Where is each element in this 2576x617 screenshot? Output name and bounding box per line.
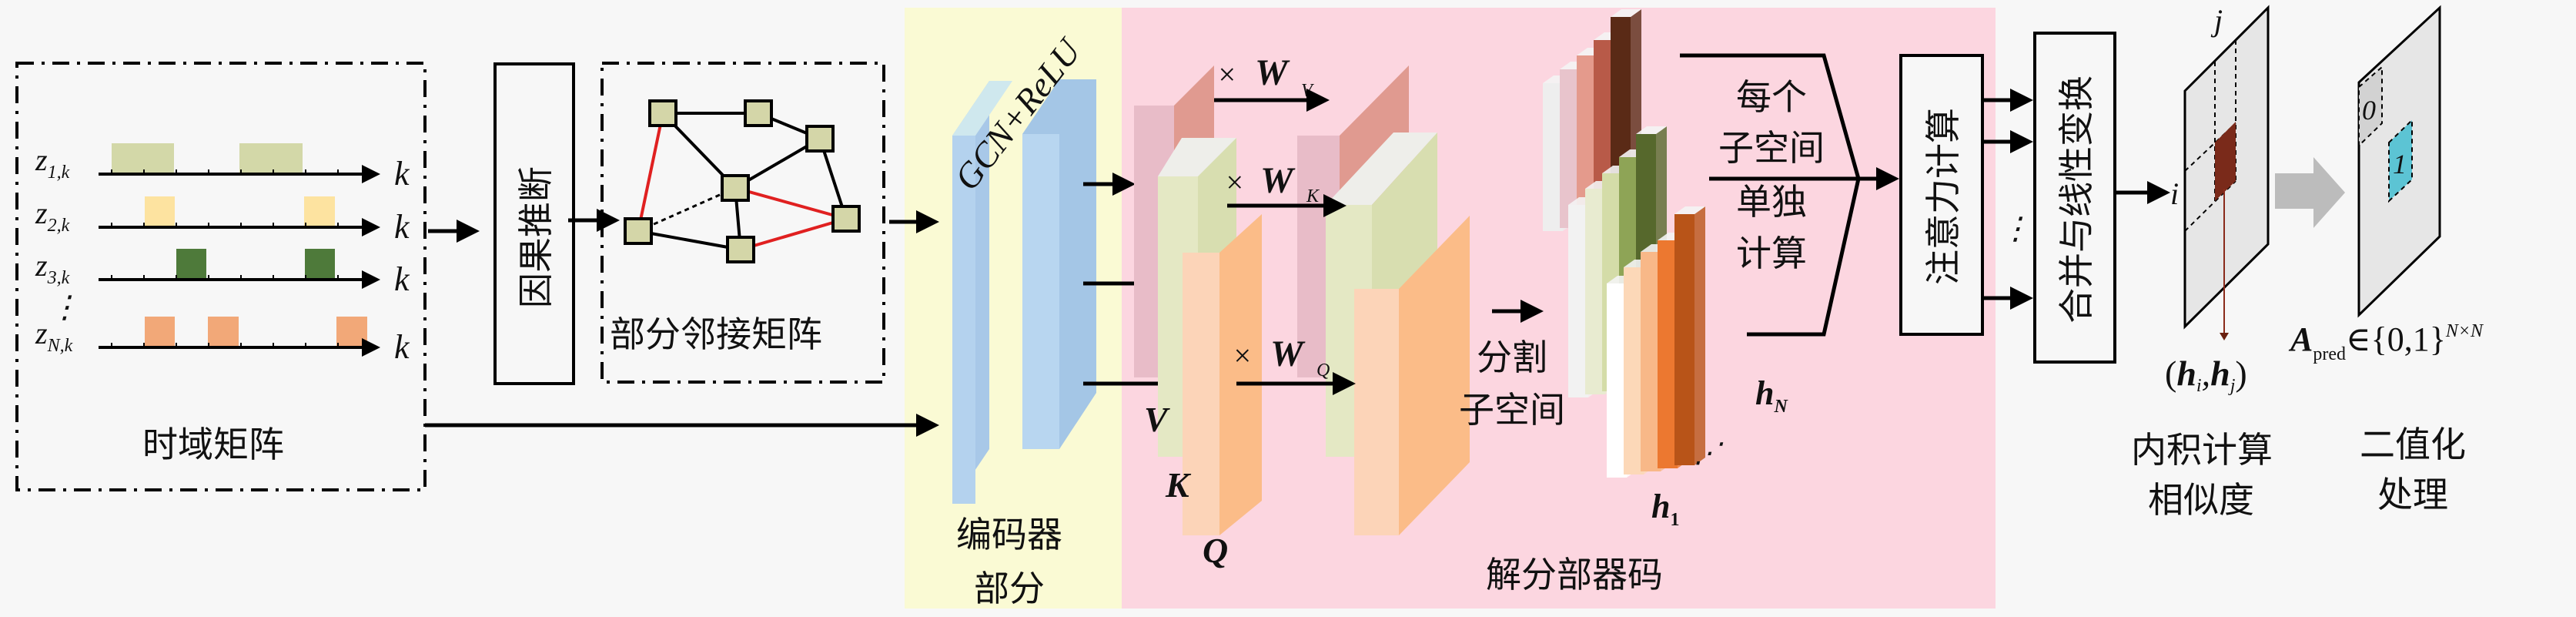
q-matrix [1183, 253, 1219, 535]
causal-inference-box: 因果推断 [493, 62, 575, 385]
causal-inference-label: 因果推断 [515, 166, 557, 308]
svg-text:W: W [1270, 334, 1306, 374]
series-label: zN,k [35, 316, 73, 356]
pulse-bar [176, 249, 206, 280]
graph-node [744, 99, 773, 127]
decoder-label: 解分部器码 [1486, 554, 1663, 595]
hi-hj-label: (hi,hj) [2165, 354, 2247, 396]
attention-label: 注意力计算 [1922, 108, 1964, 285]
binary-matrix: 0 1 [2357, 5, 2441, 318]
heads-ellipsis: ⋰ [1694, 438, 1724, 468]
graph-node [648, 99, 677, 127]
similarity-label-line2: 相似度 [2148, 479, 2254, 521]
series-label: z1,k [35, 143, 70, 183]
subspace-slices [1543, 9, 1705, 478]
pulse-bar [208, 317, 239, 347]
graph-edge-causal [740, 217, 847, 251]
i-label: i [2170, 176, 2179, 211]
attention-output-ellipsis: ⋮ [2000, 211, 2031, 246]
encoder-label-line2: 部分 [974, 568, 1045, 609]
k-label: K [1165, 465, 1192, 505]
svg-text:计算: 计算 [1736, 233, 1807, 274]
graph-edge [637, 230, 741, 251]
graph-edge-causal [637, 112, 664, 232]
pulse-bar [112, 143, 174, 174]
series-row: z1,k k [35, 143, 410, 193]
encoder-label-line1: 编码器 [956, 514, 1062, 555]
graph-node [726, 236, 755, 263]
pulse-bar [304, 196, 335, 227]
binarize-label-line1: 二值化 [2360, 424, 2466, 465]
series-row: zN,k k [35, 316, 410, 366]
pulse-bar [145, 196, 175, 227]
axis-k-label: k [394, 260, 410, 298]
zero-cell [2358, 65, 2383, 148]
attention-box: 注意力计算 [1899, 54, 1984, 336]
each-subspace-label: 每个 子空间 单独 计算 [1718, 76, 1825, 274]
series-row: z2,k k [35, 196, 410, 246]
one-cell [2388, 118, 2413, 203]
qkv-stacks: V K Q × W V × W K × W Q [1134, 52, 1470, 570]
graph-node [831, 205, 861, 233]
q-label: Q [1203, 531, 1228, 570]
zero-label: 0 [2362, 95, 2376, 126]
a-pred-label: Apred∈{0,1}N×N [2288, 320, 2484, 364]
wq-label: × W Q [1232, 334, 1330, 381]
series-ellipsis: ⋮ [49, 290, 80, 324]
gcn-layer-1 [952, 136, 975, 504]
graph-node [624, 217, 653, 245]
svg-text:×: × [1232, 338, 1253, 373]
pulse-bar [239, 143, 303, 174]
series-row: z3,k k [35, 248, 410, 298]
time-domain-panel: z1,k k z2,k k z3,k k zN,k k 时域矩阵 ⋮ [15, 62, 427, 491]
svg-text:每个: 每个 [1736, 76, 1807, 118]
svg-text:×: × [1224, 165, 1245, 200]
j-label: j [2210, 3, 2223, 38]
svg-text:W: W [1255, 52, 1290, 93]
svg-text:V: V [1301, 81, 1314, 101]
dashdot-border [15, 62, 427, 491]
partial-adjacency-label: 部分邻接矩阵 [610, 314, 822, 355]
graph-node [721, 174, 750, 202]
graph-edge-causal [734, 186, 847, 220]
svg-text:K: K [1306, 186, 1320, 206]
merge-linear-box: 合并与线性变换 [2033, 32, 2116, 364]
partial-adjacency-panel: 部分邻接矩阵 [601, 62, 885, 384]
q-projected [1354, 289, 1399, 535]
time-domain-label: 时域矩阵 [142, 424, 284, 465]
h-1-label: h1 [1651, 488, 1679, 530]
merge-linear-label: 合并与线性变换 [2056, 75, 2097, 324]
pulse-bar [145, 317, 175, 347]
svg-text:W: W [1260, 160, 1296, 201]
svg-text:Q: Q [1316, 360, 1330, 381]
one-label: 1 [2393, 149, 2407, 179]
head-labels: hN h1 ⋰ [1651, 374, 1788, 530]
axis-k-label: k [394, 208, 410, 246]
series-label: z3,k [35, 248, 70, 288]
q-subspace-slice [1674, 206, 1705, 465]
pulse-bar [336, 317, 367, 347]
split-label-line2: 子空间 [1459, 389, 1565, 431]
binarize-arrow [2275, 157, 2345, 228]
svg-text:子空间: 子空间 [1718, 127, 1825, 169]
svg-text:×: × [1216, 57, 1237, 92]
pulse-bar [305, 249, 335, 280]
v-label: V [1144, 400, 1170, 439]
similarity-matrix: i j [2170, 3, 2270, 340]
graph-edge-uncertain [637, 186, 736, 233]
binarize-label-line2: 处理 [2377, 474, 2448, 515]
axis-k-label: k [394, 155, 410, 193]
graph-node [805, 125, 835, 153]
highlight-cell [2215, 122, 2236, 201]
split-label-line1: 分割 [1477, 337, 1547, 378]
series-label: z2,k [35, 196, 70, 236]
svg-text:单独: 单独 [1736, 181, 1807, 223]
similarity-label-line1: 内积计算 [2131, 429, 2273, 471]
h-n-label: hN [1755, 374, 1788, 417]
wk-label: × W K [1224, 160, 1320, 206]
axis-k-label: k [394, 328, 410, 366]
